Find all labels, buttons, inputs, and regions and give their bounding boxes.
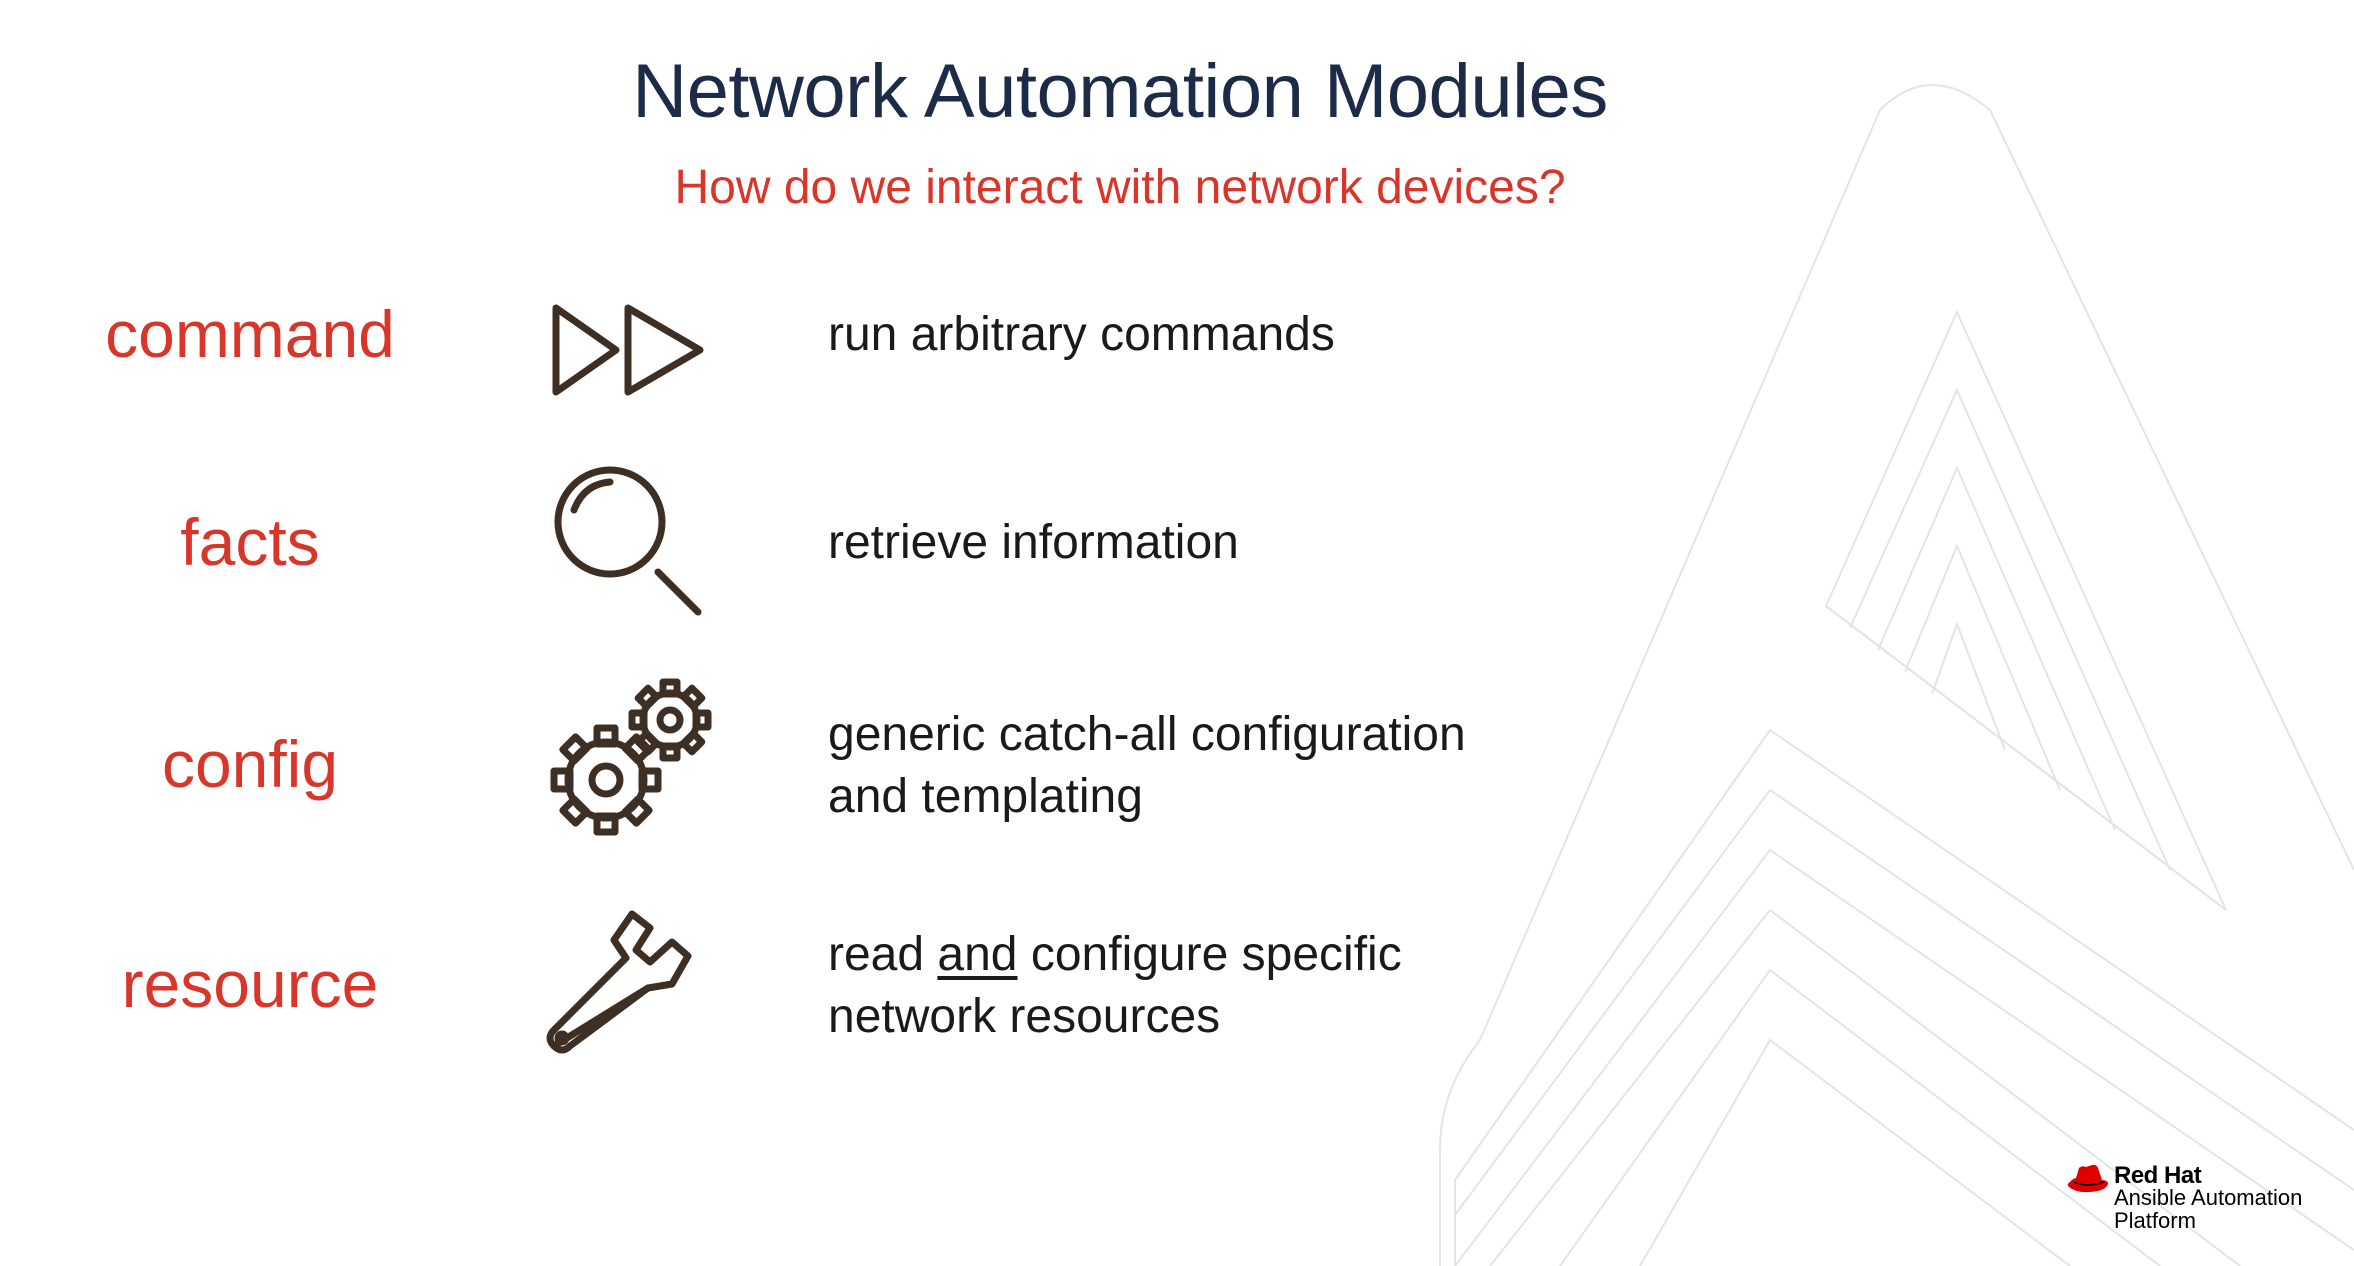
module-term-facts: facts — [180, 505, 320, 579]
description-line: and templating — [828, 770, 1143, 823]
description-line: read and configure specific — [828, 924, 1402, 986]
description-line: network resources — [828, 990, 1221, 1043]
brand-product: Ansible Automation Platform — [2114, 1185, 2303, 1233]
module-term-command: command — [105, 297, 395, 371]
description-line: generic catch-all configuration — [828, 708, 1466, 761]
description-text: read — [828, 928, 938, 981]
module-description-resource: read and configure specific network reso… — [828, 924, 1402, 1048]
description-text: configure specific — [1017, 928, 1402, 981]
module-term-resource: resource — [121, 947, 379, 1021]
module-description-config: generic catch-all configuration and temp… — [828, 704, 1466, 828]
module-description-facts: retrieve information — [828, 512, 1239, 574]
module-term-config: config — [161, 727, 339, 801]
red-hat-icon — [2067, 1164, 2108, 1193]
gears-icon — [550, 678, 712, 836]
module-description-command: run arbitrary commands — [828, 304, 1335, 366]
description-line: retrieve information — [828, 516, 1239, 569]
description-emphasis: and — [937, 928, 1018, 981]
page-subtitle: How do we interact with network devices? — [674, 161, 1566, 214]
brand-name: Red Hat — [2114, 1162, 2202, 1189]
fast-forward-icon — [552, 304, 704, 396]
wrench-icon — [546, 910, 692, 1054]
page-title: Network Automation Modules — [632, 49, 1608, 134]
description-line: run arbitrary commands — [828, 308, 1335, 361]
magnifier-icon — [554, 466, 702, 616]
